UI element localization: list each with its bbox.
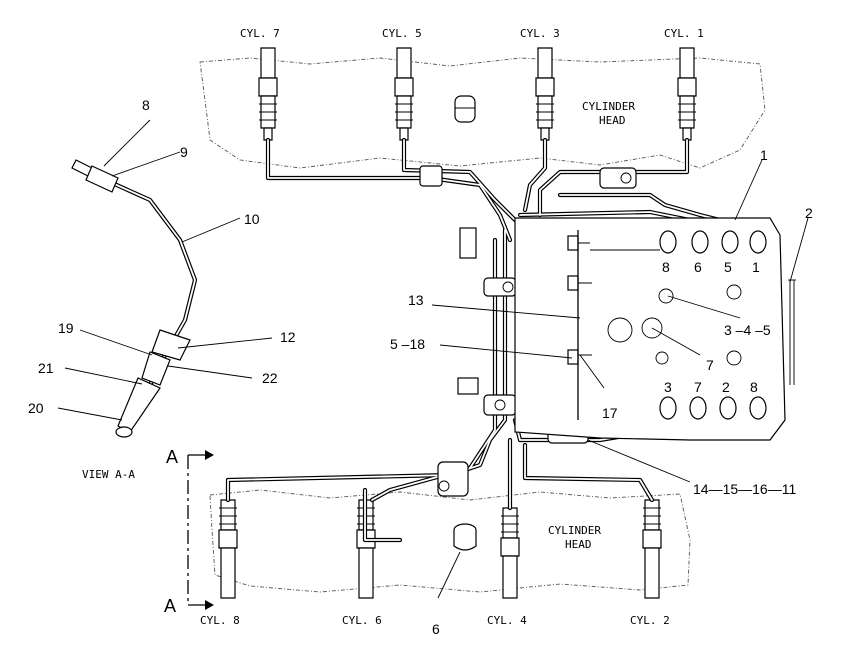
pump-top-ports bbox=[659, 230, 767, 254]
label-cyl-1: CYL. 1 bbox=[664, 27, 704, 40]
injector-cyl-3 bbox=[535, 47, 555, 141]
top-injectors bbox=[258, 47, 697, 141]
label-cyl-4: CYL. 4 bbox=[487, 614, 527, 627]
svg-text:3: 3 bbox=[664, 379, 672, 395]
view-label: VIEW A-A bbox=[82, 468, 135, 481]
pump-port-labels: 8 6 5 1 3 7 2 8 bbox=[662, 259, 760, 395]
svg-text:8: 8 bbox=[750, 379, 758, 395]
svg-text:8: 8 bbox=[662, 259, 670, 275]
section-markers bbox=[187, 450, 214, 610]
cylinder-head-label-bottom: CYLINDER HEAD bbox=[548, 524, 601, 551]
cylinder-labels-top: CYL. 7 CYL. 5 CYL. 3 CYL. 1 bbox=[240, 27, 704, 40]
callout-5-18: 5 –18 bbox=[390, 336, 425, 352]
pump-bottom-ports bbox=[659, 396, 767, 420]
svg-text:CYLINDER: CYLINDER bbox=[548, 524, 601, 537]
label-cyl-7: CYL. 7 bbox=[240, 27, 280, 40]
section-letter-top: A bbox=[166, 447, 178, 467]
callout-12: 12 bbox=[280, 329, 296, 345]
injector-cyl-8 bbox=[218, 499, 238, 599]
bottom-cylinder-head bbox=[209, 489, 691, 593]
svg-text:5: 5 bbox=[724, 259, 732, 275]
svg-text:HEAD: HEAD bbox=[599, 114, 626, 127]
callout-13: 13 bbox=[408, 292, 424, 308]
label-cyl-2: CYL. 2 bbox=[630, 614, 670, 627]
callout-19: 19 bbox=[58, 320, 74, 336]
callout-21: 21 bbox=[38, 360, 54, 376]
callout-9: 9 bbox=[180, 144, 188, 160]
bottom-plug bbox=[453, 523, 477, 551]
cylinder-head-label-top: CYLINDER HEAD bbox=[582, 100, 635, 127]
label-cyl-6: CYL. 6 bbox=[342, 614, 382, 627]
callout-2: 2 bbox=[805, 205, 813, 221]
callout-17: 17 bbox=[602, 405, 618, 421]
callout-6: 6 bbox=[432, 621, 440, 637]
callout-20: 20 bbox=[28, 400, 44, 416]
injector-cyl-5 bbox=[394, 47, 414, 141]
injector-cyl-1 bbox=[677, 47, 697, 141]
label-cyl-5: CYL. 5 bbox=[382, 27, 422, 40]
fuel-lines bbox=[225, 137, 763, 543]
bottom-injectors bbox=[218, 499, 662, 599]
section-letter-bottom: A bbox=[164, 596, 176, 616]
injector-cyl-4 bbox=[500, 507, 520, 599]
callout-8: 8 bbox=[142, 97, 150, 113]
top-plug bbox=[454, 95, 476, 123]
callout-3-4-5: 3 –4 –5 bbox=[724, 322, 771, 338]
callout-22: 22 bbox=[262, 370, 278, 386]
label-cyl-3: CYL. 3 bbox=[520, 27, 560, 40]
svg-text:1: 1 bbox=[752, 259, 760, 275]
svg-text:CYLINDER: CYLINDER bbox=[582, 100, 635, 113]
callout-14-15-16-11: 14—15—16—11 bbox=[693, 481, 796, 497]
callout-numbers: 1 2 3 –4 –5 5 –18 6 7 8 9 10 12 13 14—15… bbox=[28, 97, 813, 637]
label-cyl-8: CYL. 8 bbox=[200, 614, 240, 627]
view-a-a-line bbox=[71, 159, 198, 438]
svg-text:HEAD: HEAD bbox=[565, 538, 592, 551]
callout-10: 10 bbox=[244, 211, 260, 227]
svg-text:6: 6 bbox=[694, 259, 702, 275]
cylinder-labels-bottom: CYL. 8 CYL. 6 CYL. 4 CYL. 2 bbox=[200, 614, 670, 627]
svg-text:7: 7 bbox=[694, 379, 702, 395]
injector-cyl-2 bbox=[642, 499, 662, 599]
callout-7: 7 bbox=[706, 357, 714, 373]
dipstick bbox=[788, 279, 796, 385]
fuel-injection-pump bbox=[514, 217, 786, 441]
leader-lines bbox=[57, 119, 809, 599]
svg-text:2: 2 bbox=[722, 379, 730, 395]
callout-1: 1 bbox=[760, 147, 768, 163]
injector-cyl-7 bbox=[258, 47, 278, 141]
